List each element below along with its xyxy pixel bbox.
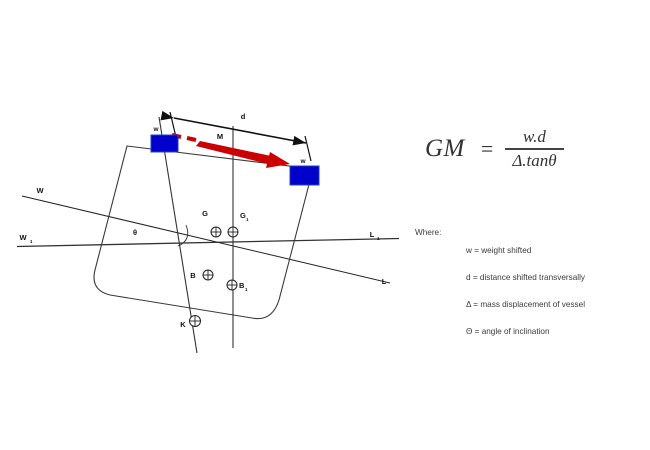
formula-fraction: w.d Δ.tanθ [505,127,564,170]
shift-arrow-head [266,152,290,168]
label-B1-subscript: 1 [245,287,248,292]
label-metacentre-M: M [217,132,223,141]
point-G1 [227,226,239,238]
formula-numerator: w.d [523,127,546,147]
legend-item-w: w = weight shifted [465,246,532,255]
legend-item-theta: Θ = angle of inclination [466,327,550,336]
formula-lhs: GM [425,135,465,162]
label-heel-angle-theta: θ [133,228,137,237]
label-G1-subscript: 1 [246,217,249,222]
legend-item-d: d = distance shifted transversally [466,273,586,282]
legend-item-delta: Δ = mass displacement of vessel [466,300,585,309]
label-B: B [190,271,196,280]
label-distance-d: d [241,112,246,121]
point-B1 [226,279,238,291]
point-G [210,226,222,238]
diagram-label-group: w w d M G G 1 B B 1 K W W 1 L 1 L θ [19,112,386,329]
label-L-inclined: L [382,277,387,286]
label-L1-original: L [370,230,375,239]
heel-angle-group [177,224,189,247]
label-weight-left: w [152,126,159,133]
label-L1-subscript: 1 [377,236,380,241]
formula-fraction-bar [505,148,564,150]
label-weight-right: w [299,158,306,165]
label-W-inclined: W [36,186,44,195]
hull-group [93,145,314,320]
weight-shift-arrow-group [171,133,290,168]
angle-arc [177,224,189,247]
shift-arrow-shaft [196,141,276,165]
hull-outline [93,145,314,320]
weight-blocks-group [150,134,320,186]
formula-denominator: Δ.tanθ [512,150,557,170]
dimension-tick-right [304,135,312,162]
centre-points-group [189,226,239,327]
weight-block-original [150,134,179,153]
waterline-group [16,195,400,284]
label-G1: G [240,211,246,220]
label-B1: B [239,281,245,290]
dimension-line-d [160,110,307,146]
label-W1-original: W [19,233,27,242]
original-waterline [16,237,400,248]
legend-group: Where: w = weight shifted d = distance s… [415,228,586,336]
label-G: G [202,209,208,218]
distance-dimension-group [160,110,312,162]
weight-block-shifted [289,165,320,186]
point-B [202,269,214,281]
inclined-waterline [21,195,391,284]
label-W1-subscript: 1 [30,239,33,244]
point-K [189,315,201,327]
heeled-centreline [158,116,198,354]
shift-arrow-dash-2 [186,136,197,142]
formula-equals-sign: = [480,136,494,161]
gm-formula: GM = w.d Δ.tanθ [425,118,635,180]
legend-heading: Where: [415,228,441,237]
label-K: K [180,320,186,329]
